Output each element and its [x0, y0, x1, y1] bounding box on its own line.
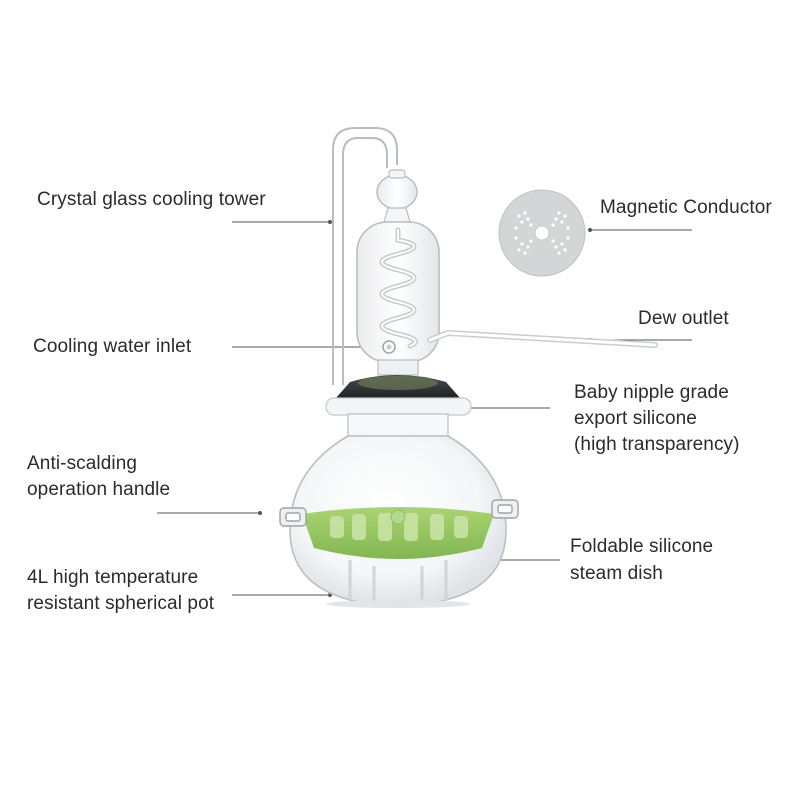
label-magnetic-conductor: Magnetic Conductor: [600, 197, 772, 218]
spherical-pot: [289, 413, 507, 608]
label-silicone-line2: export silicone: [574, 408, 697, 429]
label-handle-line2: operation handle: [27, 479, 171, 500]
handles: [279, 499, 519, 527]
label-steam-dish-line1: Foldable silicone: [570, 536, 714, 557]
tower-side-tube: [332, 127, 398, 385]
dew-outlet-tube: [427, 329, 658, 348]
tower-finial: [376, 169, 418, 223]
magnetic-conductor-disk: [498, 189, 586, 277]
steam-dish-shape: [302, 507, 494, 559]
label-silicone-line3: (high transparency): [574, 434, 740, 455]
label-handle-line1: Anti-scalding: [27, 453, 138, 474]
label-pot-line2: resistant spherical pot: [27, 593, 215, 614]
label-steam-dish-line2: steam dish: [570, 563, 663, 584]
tower-body: [356, 221, 440, 363]
tower-neck: [377, 359, 419, 376]
label-silicone-line1: Baby nipple grade: [574, 382, 729, 403]
silicone-lid: [325, 375, 472, 416]
label-dew-outlet: Dew outlet: [638, 308, 729, 329]
label-pot-line1: 4L high temperature: [27, 567, 199, 588]
label-cooling-water-inlet: Cooling water inlet: [33, 336, 192, 357]
label-cooling-tower: Crystal glass cooling tower: [37, 189, 266, 210]
